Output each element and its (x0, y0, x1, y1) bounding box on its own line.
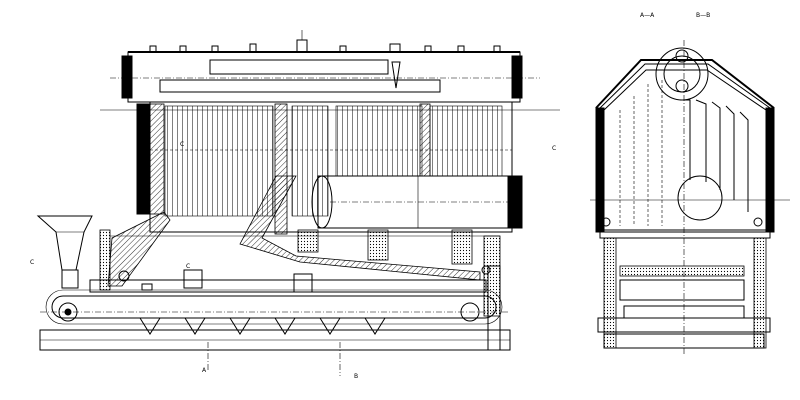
cut-marker: C (30, 259, 34, 266)
cross-section (590, 40, 790, 356)
furnace-arch (99, 175, 500, 291)
lower-drum (311, 175, 523, 229)
cut-marker: C (186, 263, 190, 270)
upper-drum (110, 30, 540, 103)
cut-marker: C (180, 141, 184, 148)
chain-grate (39, 265, 511, 351)
inspection-box (141, 283, 153, 291)
coal-hopper (36, 215, 93, 289)
cut-marker: A (202, 367, 207, 374)
side-elevation (36, 30, 560, 376)
support-brackets (297, 229, 501, 317)
inspection-box (183, 269, 203, 289)
cut-marker: C (552, 145, 556, 152)
inspection-box (293, 273, 313, 293)
cut-marker: B (354, 373, 358, 380)
section-a-label: A—A (640, 12, 655, 19)
section-b-label: B—B (696, 12, 710, 19)
tube-bank (136, 101, 513, 235)
